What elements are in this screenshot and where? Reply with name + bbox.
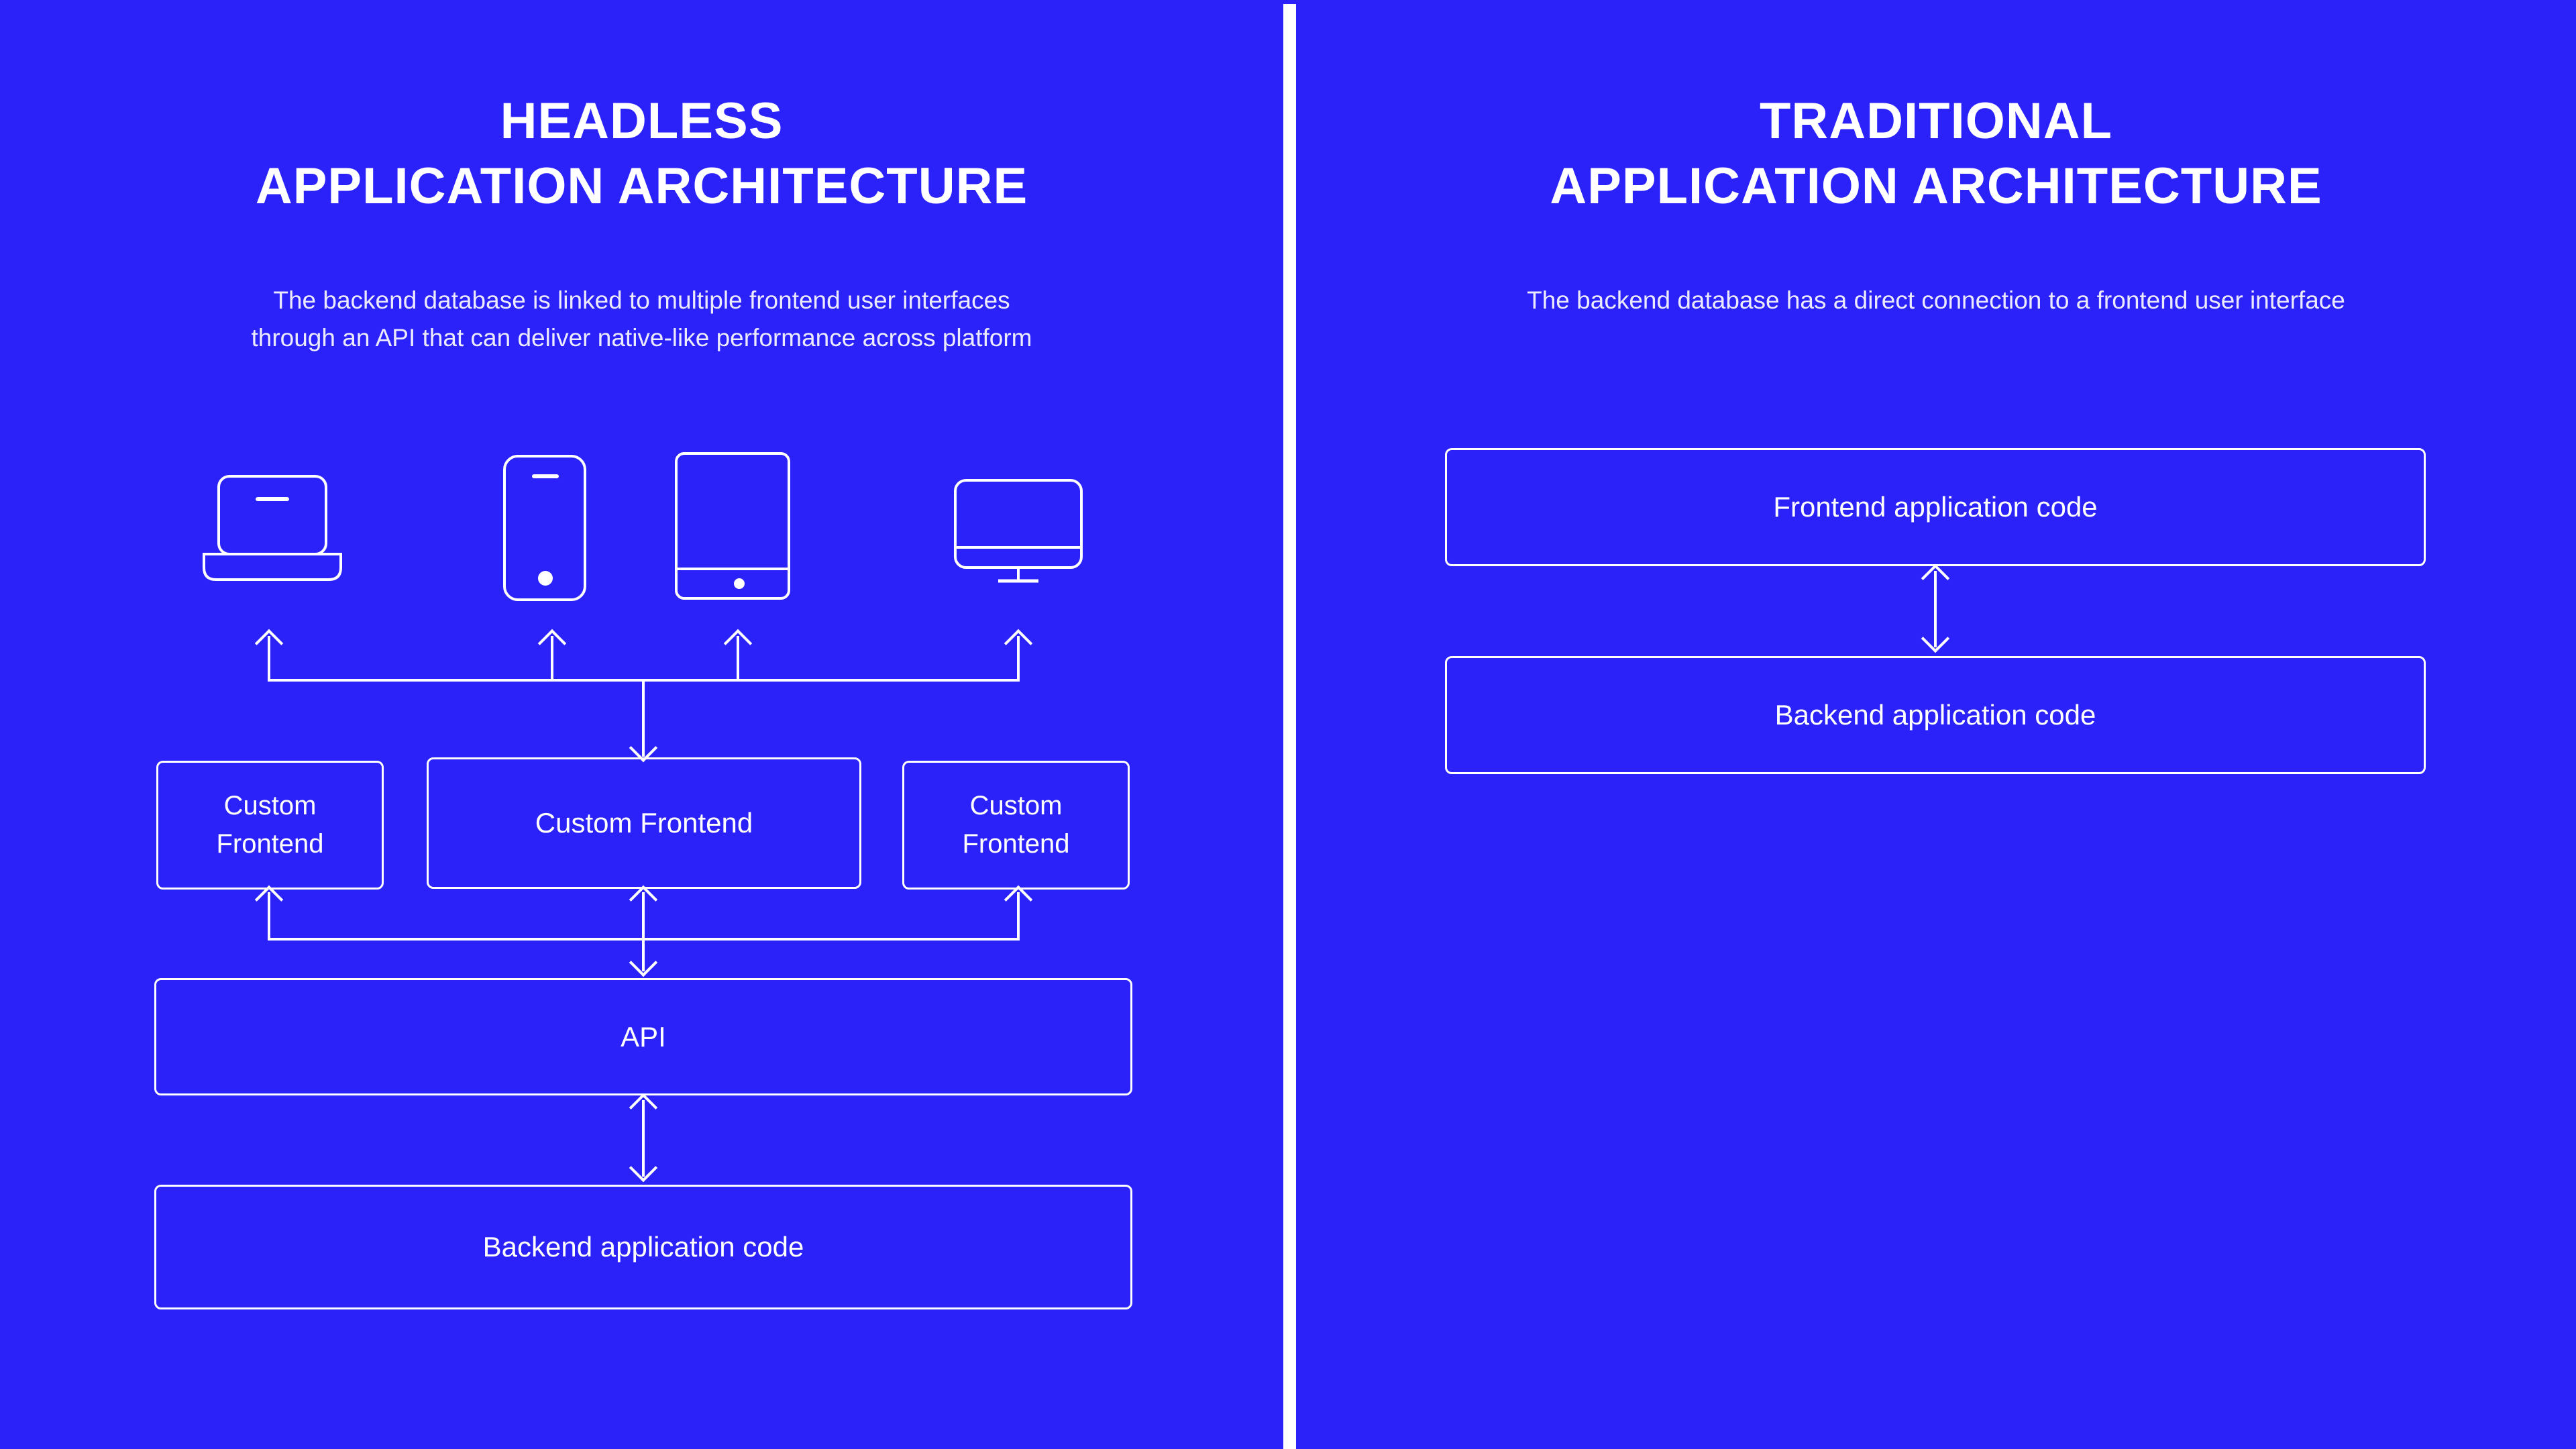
left-subtitle-line-1: The backend database is linked to multip… [273, 286, 1010, 314]
right-title-line-1: TRADITIONAL [1759, 93, 2113, 150]
frontend-left-to-api-connector [268, 892, 270, 941]
right-panel-title: TRADITIONAL APPLICATION ARCHITECTURE [1296, 89, 2576, 219]
arrow-head-frontend-center-down [629, 948, 658, 977]
bus-to-frontend-connector [642, 679, 645, 757]
custom-frontend-center-label: Custom Frontend [535, 807, 753, 839]
custom-frontend-left-line-2: Frontend [216, 829, 324, 859]
custom-frontend-left-line-1: Custom [223, 791, 317, 821]
frontend-center-to-api-connector [642, 892, 645, 971]
left-panel-title: HEADLESS APPLICATION ARCHITECTURE [0, 89, 1283, 219]
device-connector-phone [551, 636, 553, 680]
arrow-head-laptop [254, 629, 284, 658]
smartphone-icon [502, 453, 588, 602]
api-to-backend-connector [642, 1100, 645, 1177]
left-subtitle-line-2: through an API that can deliver native-l… [251, 324, 1032, 352]
arrow-head-api-down [629, 1153, 658, 1183]
backend-box-left-label: Backend application code [482, 1231, 804, 1263]
panel-divider [1283, 4, 1296, 1449]
custom-frontend-center-box[interactable]: Custom Frontend [427, 757, 861, 889]
api-box-label: API [621, 1020, 666, 1053]
device-connector-tablet [737, 636, 739, 680]
custom-frontend-right-line-2: Frontend [962, 829, 1070, 859]
backend-box-left[interactable]: Backend application code [154, 1185, 1132, 1309]
left-title-line-1: HEADLESS [500, 93, 784, 150]
device-connector-desktop [1017, 636, 1020, 680]
custom-frontend-right-line-1: Custom [969, 791, 1063, 821]
arrow-head-right-down [1921, 624, 1950, 653]
frontend-right-to-api-connector [1017, 892, 1020, 941]
custom-frontend-right-box[interactable]: Custom Frontend [902, 761, 1130, 890]
device-connector-laptop [268, 636, 270, 680]
right-title-line-2: APPLICATION ARCHITECTURE [1550, 158, 2322, 215]
backend-box-right-label: Backend application code [1774, 699, 2096, 731]
custom-frontend-left-label: Custom Frontend [216, 787, 323, 863]
custom-frontend-right-label: Custom Frontend [962, 787, 1069, 863]
arrow-head-right-up [1921, 564, 1950, 593]
right-panel-subtitle: The backend database has a direct connec… [1296, 282, 2576, 319]
tablet-icon [674, 451, 792, 601]
headless-architecture-panel: HEADLESS APPLICATION ARCHITECTURE The ba… [0, 0, 1283, 1449]
arrow-head-api-up [629, 1093, 658, 1122]
left-title-line-2: APPLICATION ARCHITECTURE [255, 158, 1028, 215]
arrow-head-phone [537, 629, 567, 658]
api-box[interactable]: API [154, 978, 1132, 1095]
arrow-head-desktop [1004, 629, 1033, 658]
custom-frontend-left-box[interactable]: Custom Frontend [156, 761, 384, 890]
arrow-head-frontend-left [254, 885, 284, 914]
backend-box-right[interactable]: Backend application code [1445, 656, 2426, 774]
arrow-head-frontend-center-up [629, 885, 658, 914]
frontend-box-right[interactable]: Frontend application code [1445, 448, 2426, 566]
arrow-head-frontend-right [1004, 885, 1033, 914]
desktop-monitor-icon [953, 478, 1084, 585]
arrow-head-tablet [723, 629, 753, 658]
frontend-to-backend-connector [1934, 571, 1937, 647]
frontend-box-right-label: Frontend application code [1773, 491, 2098, 523]
traditional-architecture-panel: TRADITIONAL APPLICATION ARCHITECTURE The… [1296, 0, 2576, 1449]
left-panel-subtitle: The backend database is linked to multip… [0, 282, 1283, 357]
laptop-icon [201, 474, 343, 584]
right-subtitle-line-1: The backend database has a direct connec… [1527, 286, 2345, 314]
